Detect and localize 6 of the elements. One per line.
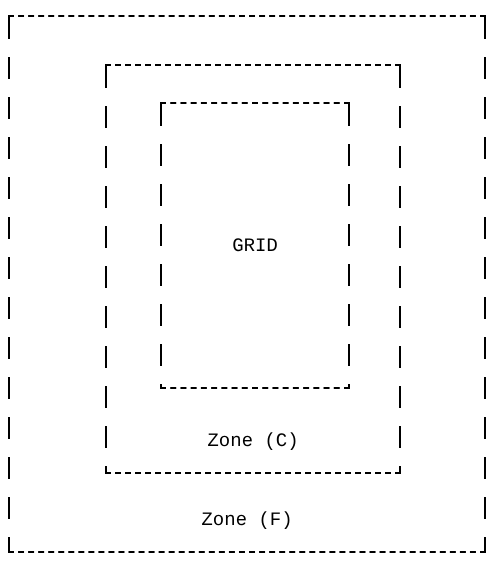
zone-label: Zone (C) (206, 430, 300, 452)
zone-outline (160, 102, 350, 389)
zone-label: GRID (231, 234, 279, 256)
zone-label: Zone (F) (200, 509, 294, 531)
zone-outline (105, 64, 401, 474)
zone-outline (8, 15, 486, 553)
